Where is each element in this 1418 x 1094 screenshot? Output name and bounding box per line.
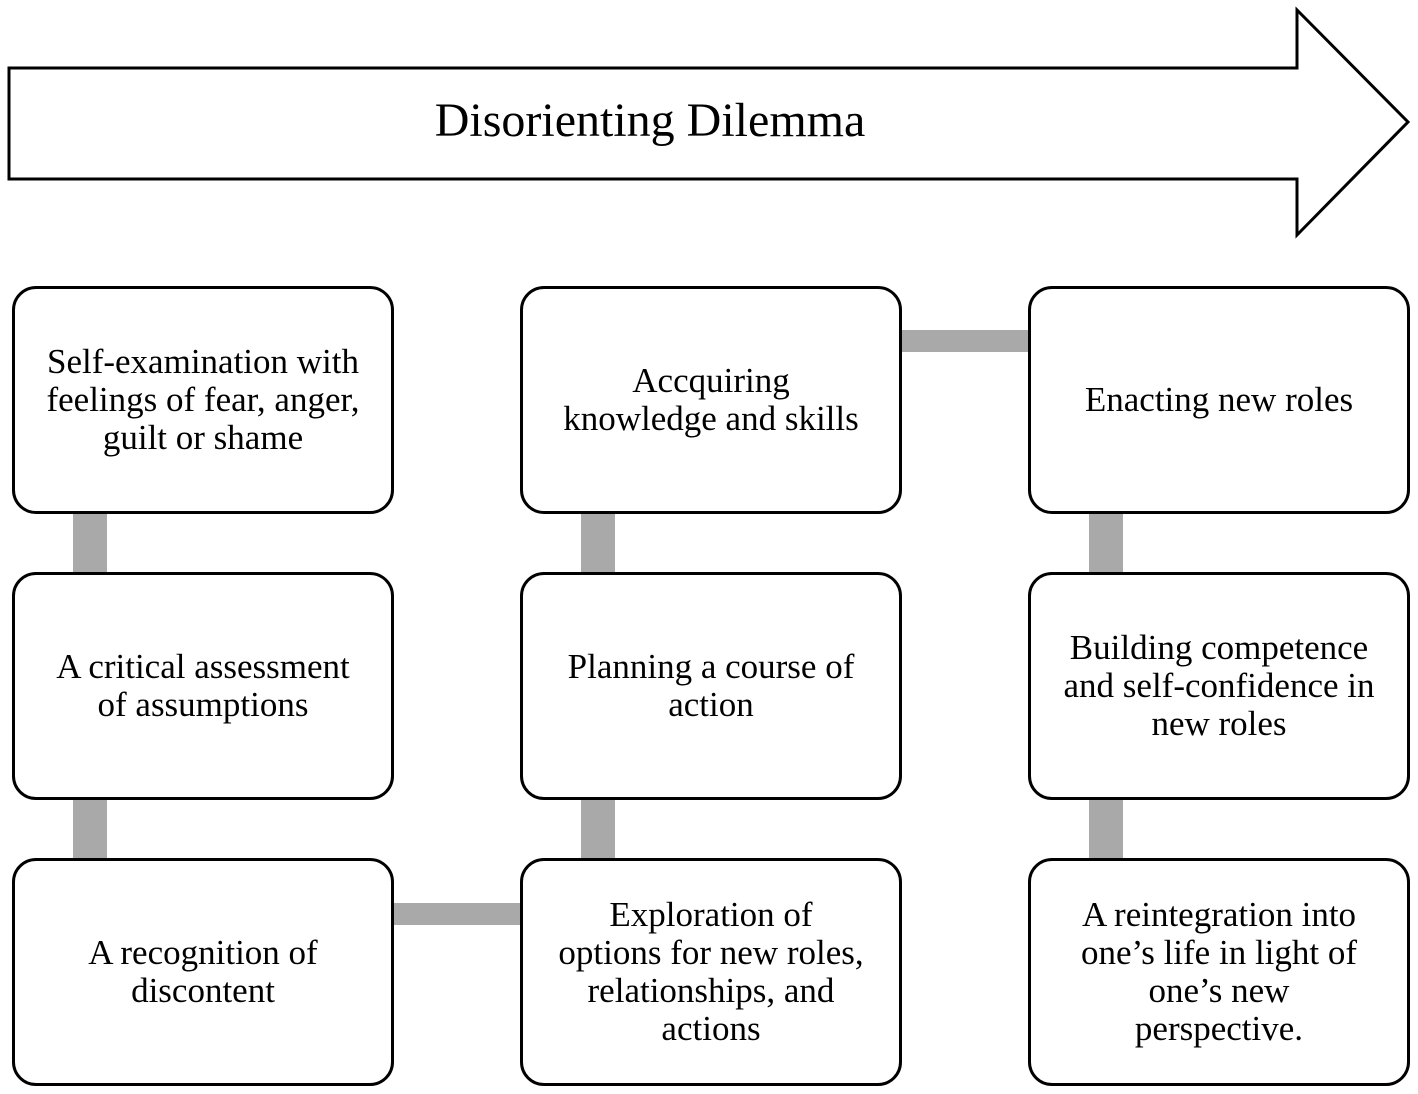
box-planning: Planning a course of action <box>520 572 902 800</box>
box-exploration: Exploration of options for new roles, re… <box>520 858 902 1086</box>
box-critical-assessment-text: A critical assessment of assumptions <box>56 647 350 724</box>
box-self-examination-text: Self-examination with feelings of fear, … <box>46 342 360 457</box>
box-recognition: A recognition of discontent <box>12 858 394 1086</box>
box-critical-assessment: A critical assessment of assumptions <box>12 572 394 800</box>
box-acquiring-text: Accquiring knowledge and skills <box>563 361 859 438</box>
connector-critical-to-recognition <box>73 798 107 860</box>
box-reintegration-text: A reintegration into one’s life in light… <box>1080 895 1358 1048</box>
connector-recognition-to-exploration <box>392 903 522 925</box>
arrow-label: Disorienting Dilemma <box>434 94 866 147</box>
connector-building-to-reintegration <box>1089 798 1123 860</box>
connector-enacting-to-building <box>1089 512 1123 574</box>
connector-self-exam-to-critical <box>73 512 107 574</box>
box-enacting-text: Enacting new roles <box>1084 380 1354 419</box>
box-exploration-text: Exploration of options for new roles, re… <box>558 895 864 1048</box>
box-building: Building competence and self-confidence … <box>1028 572 1410 800</box>
box-reintegration: A reintegration into one’s life in light… <box>1028 858 1410 1086</box>
connector-planning-to-acquiring <box>581 512 615 574</box>
box-building-text: Building competence and self-confidence … <box>1063 628 1375 743</box>
disorienting-dilemma-arrow <box>7 6 1411 239</box>
connector-acquiring-to-enacting <box>900 330 1030 352</box>
box-planning-text: Planning a course of action <box>567 647 855 724</box>
box-recognition-text: A recognition of discontent <box>88 933 318 1010</box>
box-self-examination: Self-examination with feelings of fear, … <box>12 286 394 514</box>
box-enacting: Enacting new roles <box>1028 286 1410 514</box>
box-acquiring: Accquiring knowledge and skills <box>520 286 902 514</box>
connector-exploration-to-planning <box>581 798 615 860</box>
